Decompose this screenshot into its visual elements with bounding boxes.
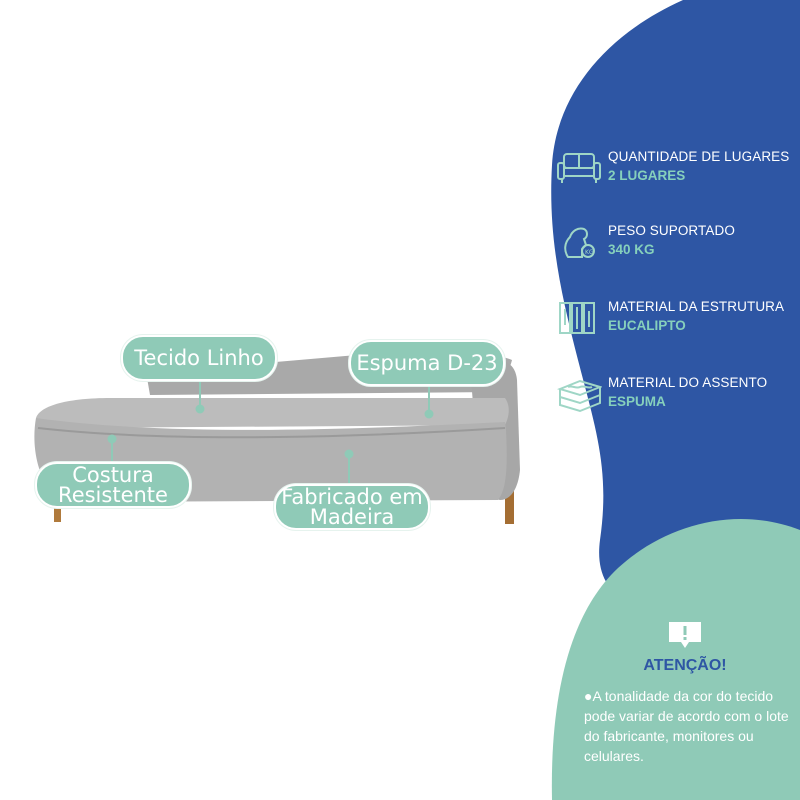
spec-material-assento: MATERIAL DO ASSENTO ESPUMA xyxy=(556,375,796,415)
spec-value: ESPUMA xyxy=(608,394,666,409)
spec-peso-suportado: KG PESO SUPORTADO 340 KG xyxy=(556,223,796,263)
spec-value: 2 LUGARES xyxy=(608,168,686,183)
spec-material-estrutura: MATERIAL DA ESTRUTURA EUCALIPTO xyxy=(556,299,796,339)
spec-value: 340 KG xyxy=(608,242,655,257)
callout-espuma: Espuma D-23 xyxy=(349,340,505,386)
alert-title: ATENÇÃO! xyxy=(643,657,727,674)
sofa-leg-right xyxy=(505,472,514,524)
spec-label: MATERIAL DA ESTRUTURA xyxy=(608,299,785,314)
warning-message-icon xyxy=(669,622,701,648)
callout-text-line2: Madeira xyxy=(309,505,395,529)
spec-quantidade-lugares: QUANTIDADE DE LUGARES 2 LUGARES xyxy=(556,149,796,189)
sofa-seam xyxy=(37,427,506,439)
sofa-seat xyxy=(36,398,509,428)
callout-fabricado-madeira: Fabricado em Madeira xyxy=(274,484,430,530)
foam-seat-icon xyxy=(556,379,602,413)
callout-text-line1: Fabricado em xyxy=(281,485,423,509)
spec-label: QUANTIDADE DE LUGARES xyxy=(608,149,790,164)
callout-tecido-linho: Tecido Linho xyxy=(121,335,277,381)
callout-text-line2: Resistente xyxy=(58,483,168,507)
callout-costura-resistente: Costura Resistente xyxy=(35,462,191,508)
callout-text: Espuma D-23 xyxy=(356,351,498,375)
spec-label: PESO SUPORTADO xyxy=(608,223,735,238)
sofa-leg-left xyxy=(54,498,61,522)
alert-body: ●A tonalidade da cor do tecido pode vari… xyxy=(584,688,789,764)
wood-structure-icon xyxy=(559,302,595,334)
sofa-icon xyxy=(557,153,601,183)
blue-blob xyxy=(551,0,800,600)
svg-text:KG: KG xyxy=(585,249,594,256)
spec-label: MATERIAL DO ASSENTO xyxy=(608,375,768,390)
weight-kg-icon: KG xyxy=(564,227,595,258)
mint-blob xyxy=(551,519,800,800)
callout-text: Tecido Linho xyxy=(134,346,264,370)
callout-text-line1: Costura xyxy=(72,463,154,487)
spec-value: EUCALIPTO xyxy=(608,318,686,333)
